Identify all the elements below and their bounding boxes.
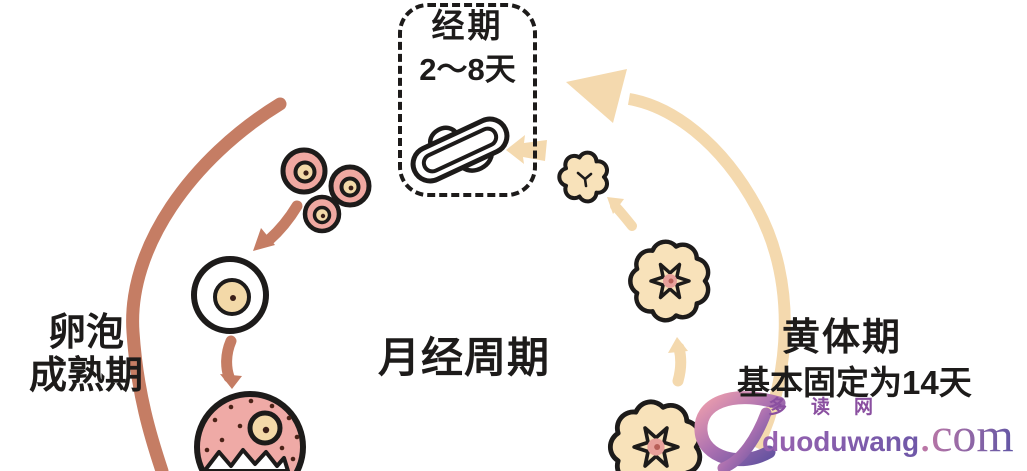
- arrow-follicle-to-mature-icon: [220, 335, 242, 389]
- watermark-site-name: duoduwang: [762, 426, 920, 457]
- watermark-tld: .com: [919, 409, 1014, 462]
- menstrual-phase-label: 经期: [431, 7, 504, 44]
- follicular-phase-arc: [126, 97, 287, 471]
- luteal-phase-arc: [566, 69, 791, 451]
- mature-follicle-fluid: [202, 448, 290, 471]
- follicular-phase-label-line2: 成熟期: [28, 354, 143, 397]
- corpus-albicans-icon: [557, 150, 609, 204]
- luteal-phase-note: 基本固定为14天: [737, 364, 972, 401]
- corpus-luteum-icon: [628, 239, 711, 323]
- sanitary-pad-icon: [410, 116, 510, 184]
- growing-follicle-icon: [191, 256, 269, 334]
- follicular-phase-label-line1: 卵泡: [47, 312, 124, 354]
- primordial-follicles-icon: [280, 147, 372, 234]
- luteal-arc-arrowhead-icon: [566, 69, 627, 123]
- arrow-lutealflower-up-icon: [668, 337, 688, 387]
- watermark-site-text: duoduwang .com: [762, 412, 1014, 460]
- arrow-to-corpus-albicans-icon: [607, 197, 637, 231]
- watermark-chinese-text: 多读网: [768, 397, 898, 418]
- luteal-phase-label: 黄体期: [781, 317, 902, 359]
- menstrual-phase-duration: 2～8天: [419, 52, 516, 87]
- mature-follicle-icon: [194, 391, 306, 471]
- menstrual-phase-box: [398, 3, 537, 197]
- arrow-cells-to-follicle-icon: [253, 200, 303, 251]
- cycle-title: 月经周期: [377, 334, 550, 381]
- watermark-logo-icon: [694, 391, 786, 471]
- follicular-phase-label: 卵泡 成熟期: [0, 312, 172, 397]
- primordial-follicle-cores: [293, 160, 361, 225]
- corpus-luteum-large-icon: [607, 399, 703, 471]
- primordial-follicle-dots: [303, 170, 354, 219]
